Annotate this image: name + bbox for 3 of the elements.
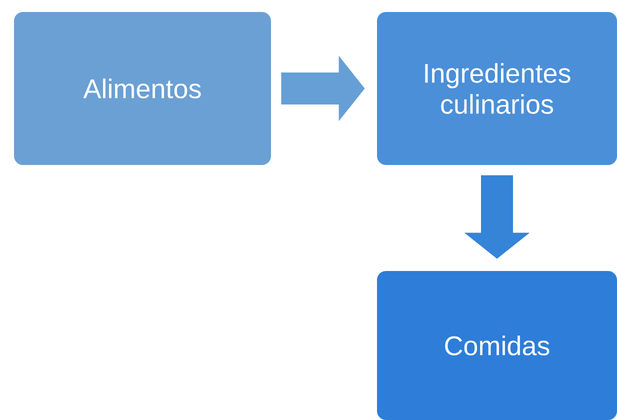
process-box: Ingredientes culinarios (377, 12, 617, 165)
process-box: Comidas (377, 271, 617, 420)
process-box: Alimentos (14, 12, 271, 165)
